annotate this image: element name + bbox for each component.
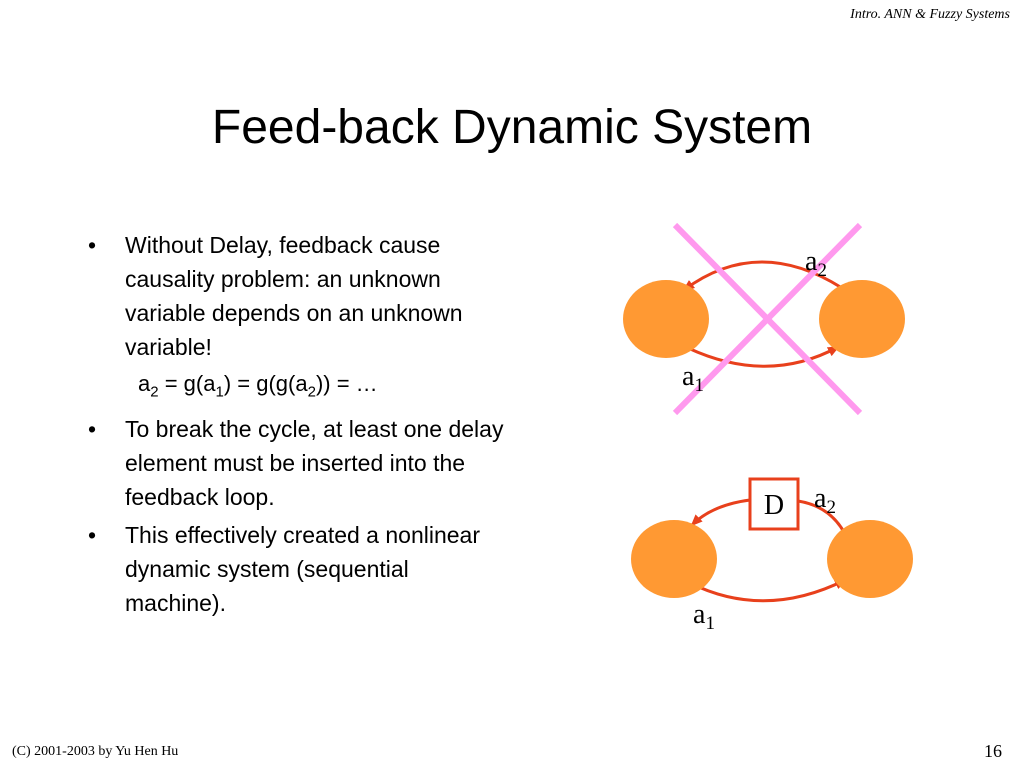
formula-sub: 2 bbox=[150, 383, 159, 401]
bullet-item: • Without Delay, feedback cause causalit… bbox=[88, 228, 508, 364]
bullet-item: • To break the cycle, at least one delay… bbox=[88, 412, 508, 514]
feedback-diagram: a2 a1 D a2 a1 bbox=[623, 222, 913, 634]
delay-element-box bbox=[748, 477, 800, 531]
bullet-dot-icon: • bbox=[88, 232, 97, 258]
formula-var: a bbox=[203, 371, 216, 396]
node-a2-top bbox=[819, 280, 905, 358]
node-a1-top bbox=[623, 280, 709, 358]
formula-var: a bbox=[138, 371, 151, 396]
node-a2-bottom bbox=[827, 520, 913, 598]
forward-arrow-bottom bbox=[689, 578, 847, 603]
formula-sub: 1 bbox=[215, 383, 224, 401]
feedback-arrow-top bbox=[682, 260, 843, 292]
label-a2-bottom: a2 bbox=[814, 483, 836, 518]
formula-text: )) = … bbox=[315, 371, 378, 396]
bullet-text: Without Delay, feedback cause causality … bbox=[125, 232, 463, 360]
bullet-dot-icon: • bbox=[88, 416, 97, 443]
bullet-text: This effectively created a nonlinear dyn… bbox=[125, 522, 480, 617]
bullet-dot-icon: • bbox=[88, 522, 97, 549]
forward-arrow-top bbox=[687, 345, 840, 368]
delay-element-label: D bbox=[764, 490, 784, 521]
label-a1-bottom: a1 bbox=[693, 599, 715, 634]
formula-text: = g( bbox=[158, 371, 204, 396]
label-a2-top: a2 bbox=[805, 246, 827, 281]
causality-formula: a2 = g(a1) = g(g(a2)) = … bbox=[88, 368, 508, 408]
feedback-arrow-bottom bbox=[690, 498, 751, 527]
footer-copyright: (C) 2001-2003 by Yu Hen Hu bbox=[12, 744, 179, 759]
bullet-item: • This effectively created a nonlinear d… bbox=[88, 518, 508, 620]
delay-diagram: D a2 a1 bbox=[631, 477, 913, 634]
formula-sub: 2 bbox=[307, 383, 316, 401]
label-a1-top: a1 bbox=[682, 361, 704, 396]
bullet-list: • Without Delay, feedback cause causalit… bbox=[88, 228, 508, 620]
page-number: 16 bbox=[984, 741, 1002, 761]
no-delay-diagram: a2 a1 bbox=[623, 222, 905, 416]
node-a1-bottom bbox=[631, 520, 717, 598]
formula-text: ) = g(g( bbox=[223, 371, 296, 396]
header-note: Intro. ANN & Fuzzy Systems bbox=[850, 7, 1010, 22]
cross-line-icon bbox=[672, 222, 863, 416]
formula-var: a bbox=[295, 371, 308, 396]
slide-title: Feed-back Dynamic System bbox=[211, 101, 813, 154]
bullet-text: To break the cycle, at least one delay e… bbox=[125, 416, 504, 511]
